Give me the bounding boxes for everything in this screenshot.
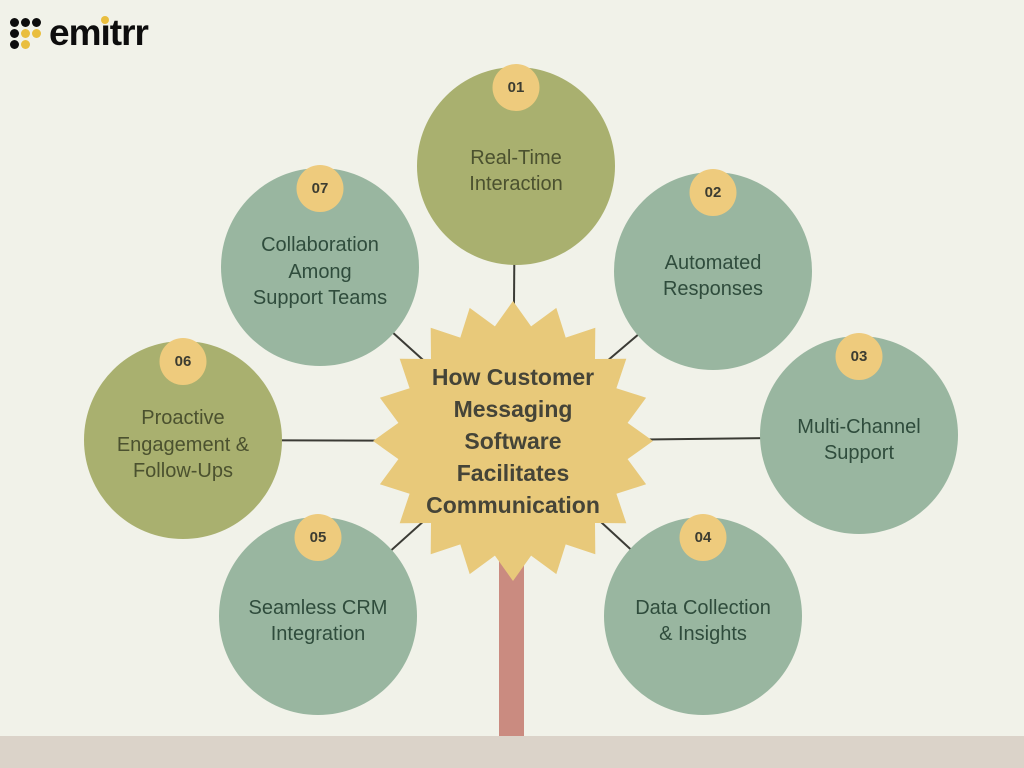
- logo-dot: [32, 28, 41, 38]
- node-number-badge: 06: [159, 338, 207, 385]
- node-number-badge: 05: [294, 514, 342, 561]
- emitrr-logo-dots-icon: [10, 17, 41, 49]
- logo-i-dot-icon: [101, 16, 110, 24]
- logo-dot: [32, 40, 41, 49]
- logo-dot: [10, 28, 19, 38]
- node-number-badge: 04: [679, 514, 727, 561]
- logo-text-part: em: [49, 12, 101, 53]
- starburst-shape: [373, 301, 653, 581]
- node-label: Data Collection& Insights: [635, 596, 771, 645]
- logo-dot: [10, 17, 19, 27]
- logo-letter-i: ı: [100, 12, 110, 53]
- footer-strip: [0, 736, 1024, 768]
- node-number-badge: 07: [296, 165, 344, 212]
- logo-dot: [32, 17, 41, 27]
- logo-dot: [10, 39, 19, 49]
- logo-dot: [21, 17, 30, 27]
- node-circle-04: 04 Data Collection& Insights: [604, 514, 802, 715]
- node-number-badge: 01: [492, 64, 540, 111]
- node-number-badge: 03: [835, 333, 883, 380]
- logo-dot: [21, 28, 30, 38]
- tree-stem: [499, 552, 524, 736]
- logo-dot: [21, 39, 30, 49]
- node-number-badge: 02: [689, 169, 737, 216]
- logo-text-part: trr: [109, 12, 149, 53]
